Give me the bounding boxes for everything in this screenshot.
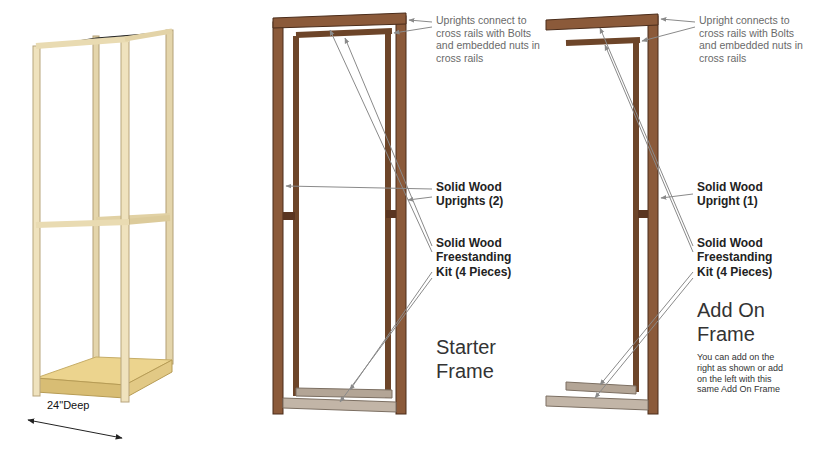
leader-line	[661, 194, 693, 198]
leader-line	[600, 28, 693, 246]
depth-dimension	[28, 420, 122, 438]
leader-line	[345, 38, 432, 246]
cabinet-render	[28, 30, 173, 438]
dimension-label: 24"Deep	[47, 399, 117, 412]
top-rail	[125, 31, 172, 39]
front-post	[33, 46, 40, 396]
leader-line	[286, 186, 432, 189]
side-note: You can add on the right as shown or add…	[697, 352, 793, 395]
part-label: Solid Wood Freestanding Kit (4 Pieces)	[697, 236, 785, 279]
leader-line	[600, 272, 693, 385]
top-rail	[36, 39, 129, 46]
shelf-edge	[125, 360, 172, 398]
cross-rail	[546, 396, 648, 410]
leader-line	[595, 278, 693, 398]
leader-line	[642, 27, 695, 41]
leader-line	[340, 278, 432, 402]
part-label: Solid Wood Uprights (2)	[436, 180, 524, 209]
leader-line	[661, 19, 695, 22]
leader-line	[330, 30, 432, 252]
cross-rail	[296, 31, 392, 35]
leader-line	[409, 20, 432, 22]
cross-rail	[566, 40, 640, 43]
upright	[273, 22, 283, 414]
part-label: Solid Wood Freestanding Kit (4 Pieces)	[436, 236, 524, 279]
addon-frame	[546, 14, 658, 414]
middle-rail	[125, 218, 170, 222]
shelf-edge	[36, 378, 125, 398]
leader-line	[605, 45, 693, 252]
frame-title: Add On Frame	[697, 298, 797, 346]
cross-rail	[273, 13, 406, 28]
cross-rail	[283, 398, 396, 412]
middle-rail	[36, 222, 129, 225]
upright	[648, 16, 658, 414]
rail-stub	[283, 212, 295, 220]
leader-lines	[286, 19, 695, 402]
rail-stub	[386, 210, 396, 218]
rail-stub	[638, 210, 648, 218]
frame-title: Starter Frame	[436, 335, 536, 383]
cross-rail	[546, 14, 658, 30]
leader-line	[394, 27, 432, 33]
callout-note: Uprights connect to cross rails with Bol…	[436, 14, 544, 64]
starter-frame	[273, 13, 406, 414]
upright	[396, 16, 406, 414]
back-post	[93, 36, 99, 360]
back-post	[166, 30, 173, 364]
part-label: Solid Wood Upright (1)	[697, 180, 785, 209]
callout-note: Upright connects to cross rails with Bol…	[699, 14, 807, 64]
